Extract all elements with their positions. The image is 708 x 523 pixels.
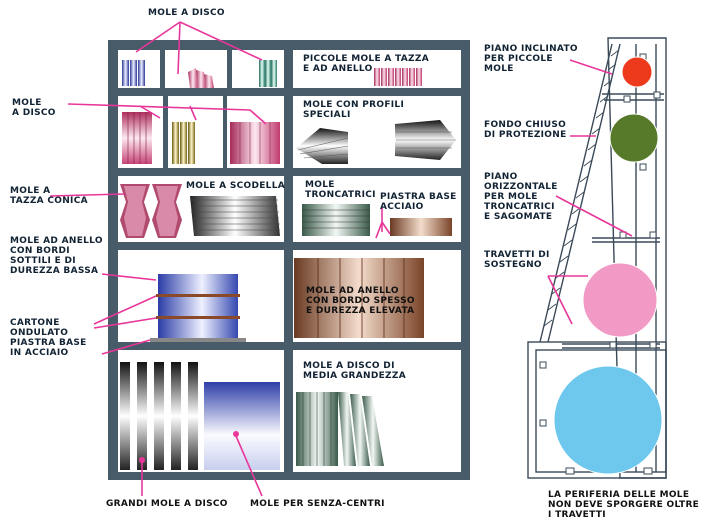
label-mole-senza-centri: MOLE PER SENZA-CENTRI bbox=[250, 499, 385, 509]
conical-cup-wheels bbox=[120, 184, 182, 238]
special-profile-wheels bbox=[296, 120, 456, 164]
label-mole-profili-speciali: MOLE CON PROFILI SPECIALI bbox=[303, 100, 405, 120]
label-piccole-mole-tazza: PICCOLE MOLE A TAZZA E AD ANELLO bbox=[303, 54, 429, 74]
label-mole-anello-bordo-spesso: MOLE AD ANELLO CON BORDO SPESSO E DUREZZ… bbox=[306, 286, 415, 316]
dish-wheels bbox=[190, 196, 280, 236]
small-wheel-red bbox=[621, 56, 653, 88]
wheel-pink bbox=[582, 262, 658, 338]
wheel-green bbox=[609, 113, 659, 163]
label-mole-scodella: MOLE A SCODELLA bbox=[186, 181, 286, 191]
small-cup-wheels bbox=[374, 68, 422, 86]
label-periferia-note: LA PERIFERIA DELLE MOLE NON DEVE SPORGER… bbox=[548, 490, 700, 520]
steel-base-plate-small bbox=[390, 218, 452, 236]
disc-wheels-pink-wide bbox=[230, 122, 280, 164]
label-cartone-ondulato: CARTONE ONDULATO PIASTRA BASE IN ACCIAIO bbox=[10, 318, 87, 358]
small-disc-wheels-3 bbox=[259, 60, 277, 87]
disc-wheels-pink-large bbox=[122, 112, 152, 164]
label-mole-a-disco-left: MOLE A DISCO bbox=[12, 98, 56, 118]
label-fondo-chiuso: FONDO CHIUSO DI PROTEZIONE bbox=[484, 120, 567, 140]
cutoff-wheels bbox=[302, 204, 370, 236]
large-disc-wheels bbox=[120, 362, 198, 470]
thin-ring-wheels bbox=[150, 274, 246, 342]
label-travetti-sostegno: TRAVETTI DI SOSTEGNO bbox=[484, 250, 550, 270]
label-piano-orizzontale: PIANO ORIZZONTALE PER MOLE TRONCATRICI E… bbox=[484, 172, 558, 222]
label-mole-a-disco-top: MOLE A DISCO bbox=[148, 8, 225, 18]
small-disc-wheels-2 bbox=[188, 68, 214, 88]
small-disc-wheels-1 bbox=[122, 60, 145, 86]
rack-hatching bbox=[543, 49, 620, 327]
disc-wheels-gold bbox=[172, 122, 195, 164]
label-mole-disco-media: MOLE A DISCO DI MEDIA GRANDEZZA bbox=[303, 361, 406, 381]
label-mole-anello-bordi-sottili: MOLE AD ANELLO CON BORDI SOTTILI E DI DU… bbox=[10, 236, 103, 276]
centerless-wheel bbox=[204, 382, 280, 470]
thick-ring-wheels bbox=[294, 258, 424, 338]
leader-lines bbox=[49, 21, 391, 497]
rack-leader-lines bbox=[547, 59, 633, 325]
wheel-blue bbox=[553, 365, 663, 475]
medium-disc-wheels bbox=[296, 392, 384, 466]
label-mole-troncatrici: MOLE TRONCATRICI bbox=[305, 180, 376, 200]
label-piastra-base-acciaio: PIASTRA BASE ACCIAIO bbox=[380, 192, 457, 212]
label-mole-tazza-conica: MOLE A TAZZA CONICA bbox=[10, 186, 88, 206]
label-grandi-mole-disco: GRANDI MOLE A DISCO bbox=[106, 499, 228, 509]
label-piano-inclinato: PIANO INCLINATO PER PICCOLE MOLE bbox=[484, 44, 578, 74]
